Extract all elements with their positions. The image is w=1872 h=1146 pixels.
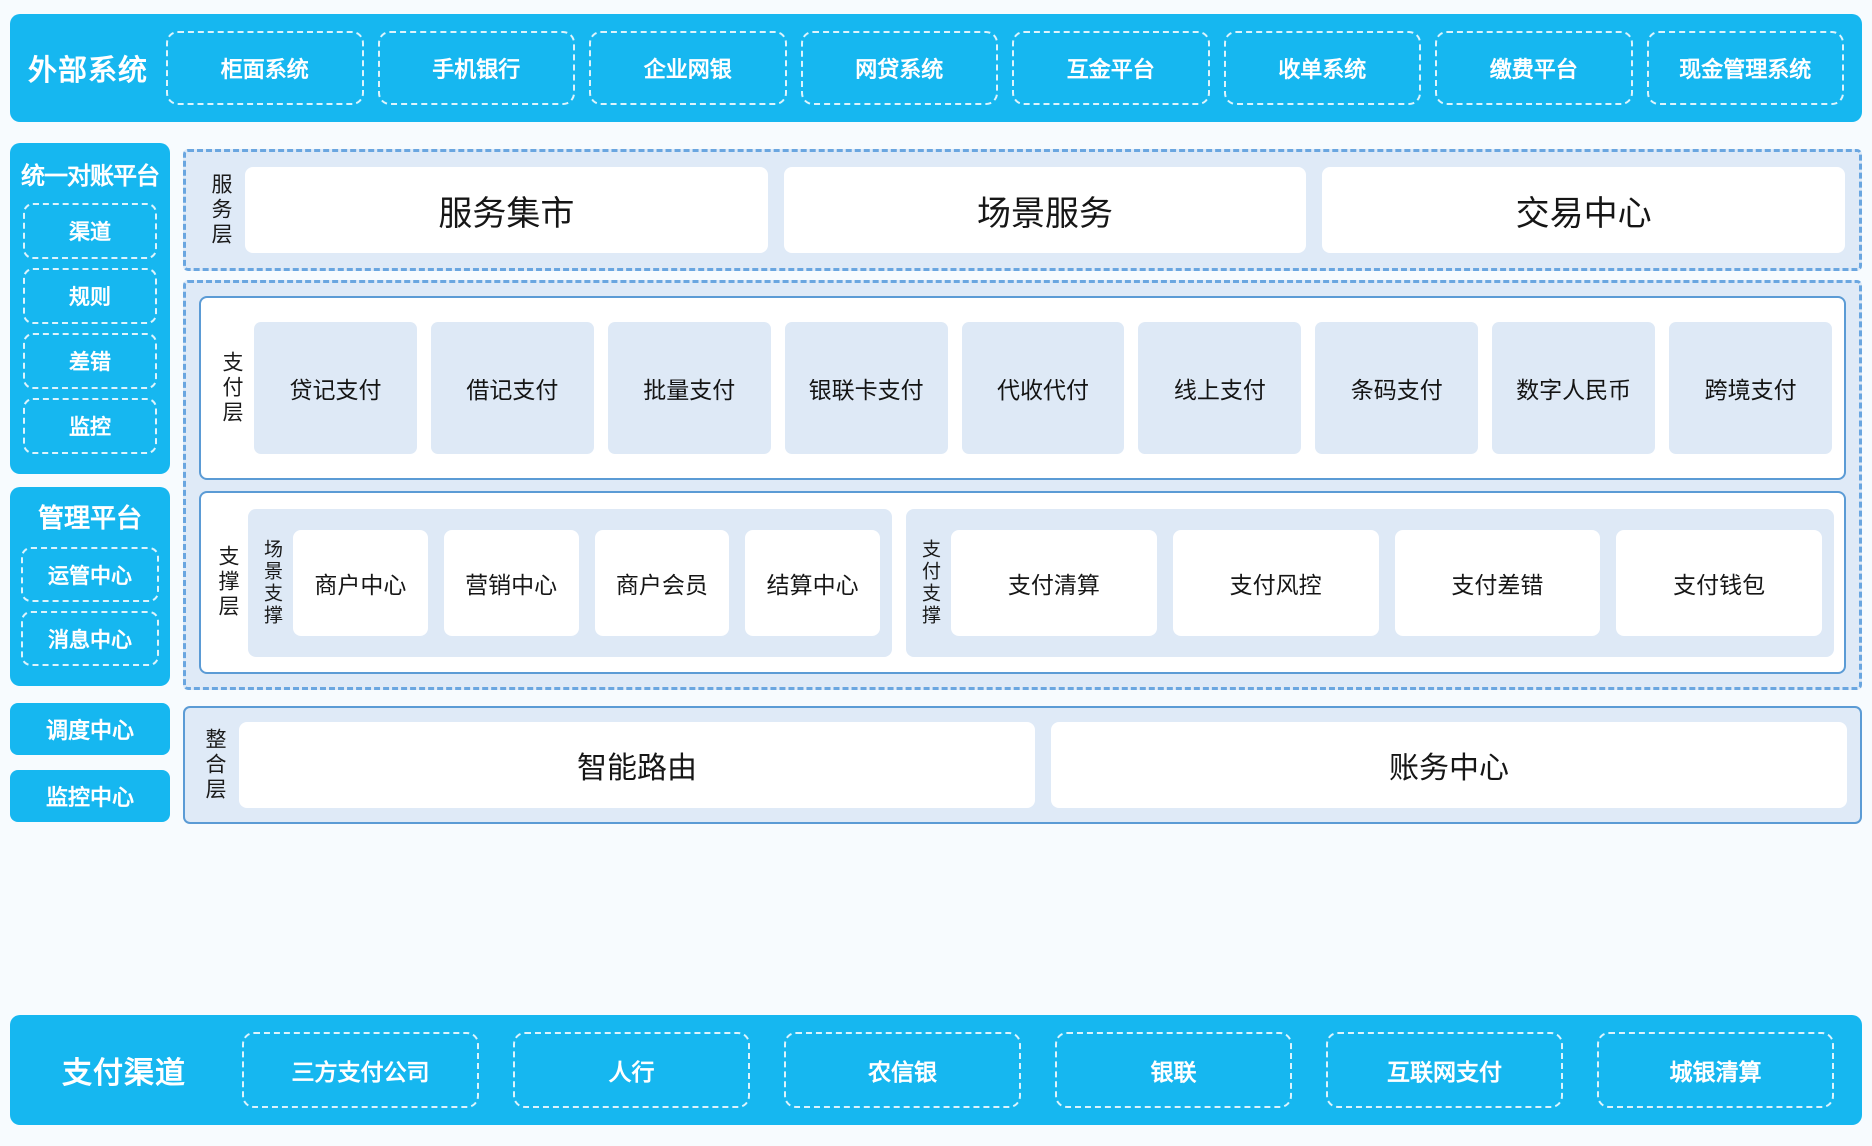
payment-support-label: 支付支撑 (919, 538, 940, 627)
recon-item-channel[interactable]: 渠道 (23, 203, 157, 259)
reconciliation-platform-title: 统一对账平台 (21, 163, 160, 190)
management-platform-title: 管理平台 (37, 503, 142, 533)
integration-layer-section: 整合层 智能路由 账务中心 (183, 706, 1862, 824)
recon-item-rules[interactable]: 规则 (23, 268, 157, 324)
service-card-service-market[interactable]: 服务集市 (245, 167, 768, 253)
external-systems-title: 外部系统 (27, 55, 148, 87)
payment-card-digital-rmb[interactable]: 数字人民币 (1492, 322, 1656, 454)
channel-chip-pboc[interactable]: 人行 (513, 1032, 750, 1108)
support-card-payment-wallet[interactable]: 支付钱包 (1616, 529, 1822, 636)
payment-card-unionpay-card[interactable]: 银联卡支付 (784, 322, 948, 454)
payment-layer-panel: 支付层 贷记支付 借记支付 批量支付 银联卡支付 代收代付 线上支付 条码支付 … (199, 296, 1846, 480)
external-system-chip-counter[interactable]: 柜面系统 (166, 31, 364, 105)
integration-card-accounting-center[interactable]: 账务中心 (1051, 722, 1847, 808)
service-card-scenario-service[interactable]: 场景服务 (783, 167, 1307, 253)
integration-card-smart-routing[interactable]: 智能路由 (239, 722, 1035, 808)
payment-support-card-list: 支付清算 支付风控 支付差错 支付钱包 (951, 529, 1822, 636)
external-system-chip-cash-management[interactable]: 现金管理系统 (1646, 31, 1844, 105)
management-platform-card: 管理平台 运管中心 消息中心 (10, 487, 170, 686)
payment-card-online-payment[interactable]: 线上支付 (1138, 322, 1302, 454)
payment-card-collection-payment[interactable]: 代收代付 (961, 322, 1125, 454)
payment-card-credit-payment[interactable]: 贷记支付 (254, 322, 417, 454)
payment-and-support-section: 支付层 贷记支付 借记支付 批量支付 银联卡支付 代收代付 线上支付 条码支付 … (183, 280, 1862, 690)
payment-card-batch-payment[interactable]: 批量支付 (607, 322, 771, 454)
external-systems-bar: 外部系统 柜面系统 手机银行 企业网银 网贷系统 互金平台 收单系统 缴费平台 … (10, 14, 1862, 122)
external-system-chip-fintech[interactable]: 互金平台 (1012, 31, 1210, 105)
manage-item-operations-center[interactable]: 运管中心 (21, 547, 159, 602)
channel-chip-third-party[interactable]: 三方支付公司 (242, 1032, 479, 1108)
channel-chip-city-bank-clearing[interactable]: 城银清算 (1597, 1032, 1834, 1108)
recon-item-monitoring[interactable]: 监控 (23, 398, 157, 454)
support-layer-label: 支撑层 (216, 545, 239, 620)
integration-layer-card-list: 智能路由 账务中心 (239, 722, 1847, 808)
scenario-support-card-list: 商户中心 营销中心 商户会员 结算中心 (293, 529, 880, 636)
support-card-payment-error[interactable]: 支付差错 (1394, 529, 1601, 636)
recon-item-errors[interactable]: 差错 (23, 333, 157, 389)
support-card-settlement-center[interactable]: 结算中心 (745, 529, 880, 636)
payment-channel-bar: 支付渠道 三方支付公司 人行 农信银 银联 互联网支付 城银清算 (10, 1015, 1862, 1125)
integration-layer-label: 整合层 (203, 727, 226, 803)
payment-channel-title: 支付渠道 (62, 1057, 186, 1090)
service-card-transaction-center[interactable]: 交易中心 (1322, 167, 1846, 253)
external-system-chip-online-loan[interactable]: 网贷系统 (800, 31, 998, 105)
support-card-payment-clearing[interactable]: 支付清算 (951, 529, 1157, 636)
payment-channel-chip-list: 三方支付公司 人行 农信银 银联 互联网支付 城银清算 (242, 1032, 1834, 1108)
external-system-chip-corporate-bank[interactable]: 企业网银 (589, 31, 787, 105)
external-system-chip-acquiring[interactable]: 收单系统 (1223, 31, 1421, 105)
reconciliation-platform-card: 统一对账平台 渠道 规则 差错 监控 (10, 143, 170, 474)
service-layer-section: 服务层 服务集市 场景服务 交易中心 (183, 149, 1862, 271)
support-layer-panel: 支撑层 场景支撑 商户中心 营销中心 商户会员 结算中心 支付支撑 支付清算 支… (199, 491, 1846, 674)
payment-card-barcode-payment[interactable]: 条码支付 (1315, 322, 1479, 454)
payment-card-debit-payment[interactable]: 借记支付 (430, 322, 594, 454)
payment-support-group: 支付支撑 支付清算 支付风控 支付差错 支付钱包 (906, 508, 1834, 657)
monitoring-center-card[interactable]: 监控中心 (10, 770, 170, 822)
service-layer-card-list: 服务集市 场景服务 交易中心 (245, 167, 1846, 253)
support-card-merchant-member[interactable]: 商户会员 (594, 529, 730, 636)
payment-layer-card-list: 贷记支付 借记支付 批量支付 银联卡支付 代收代付 线上支付 条码支付 数字人民… (254, 322, 1833, 454)
channel-chip-rural-credit[interactable]: 农信银 (784, 1032, 1021, 1108)
payment-card-cross-border[interactable]: 跨境支付 (1669, 322, 1833, 454)
scheduling-center-card[interactable]: 调度中心 (10, 703, 170, 755)
manage-item-message-center[interactable]: 消息中心 (21, 611, 159, 666)
support-card-marketing-center[interactable]: 营销中心 (443, 529, 579, 636)
external-system-chip-payment-platform[interactable]: 缴费平台 (1435, 31, 1633, 105)
service-layer-label: 服务层 (209, 172, 232, 248)
support-card-payment-risk[interactable]: 支付风控 (1172, 529, 1379, 636)
payment-layer-label: 支付层 (220, 350, 243, 426)
external-systems-chip-list: 柜面系统 手机银行 企业网银 网贷系统 互金平台 收单系统 缴费平台 现金管理系… (166, 31, 1844, 105)
external-system-chip-mobile-bank[interactable]: 手机银行 (377, 31, 575, 105)
channel-chip-unionpay[interactable]: 银联 (1055, 1032, 1292, 1108)
channel-chip-internet-payment[interactable]: 互联网支付 (1326, 1032, 1563, 1108)
scenario-support-label: 场景支撑 (261, 538, 282, 627)
support-card-merchant-center[interactable]: 商户中心 (293, 529, 428, 636)
scenario-support-group: 场景支撑 商户中心 营销中心 商户会员 结算中心 (248, 508, 892, 657)
